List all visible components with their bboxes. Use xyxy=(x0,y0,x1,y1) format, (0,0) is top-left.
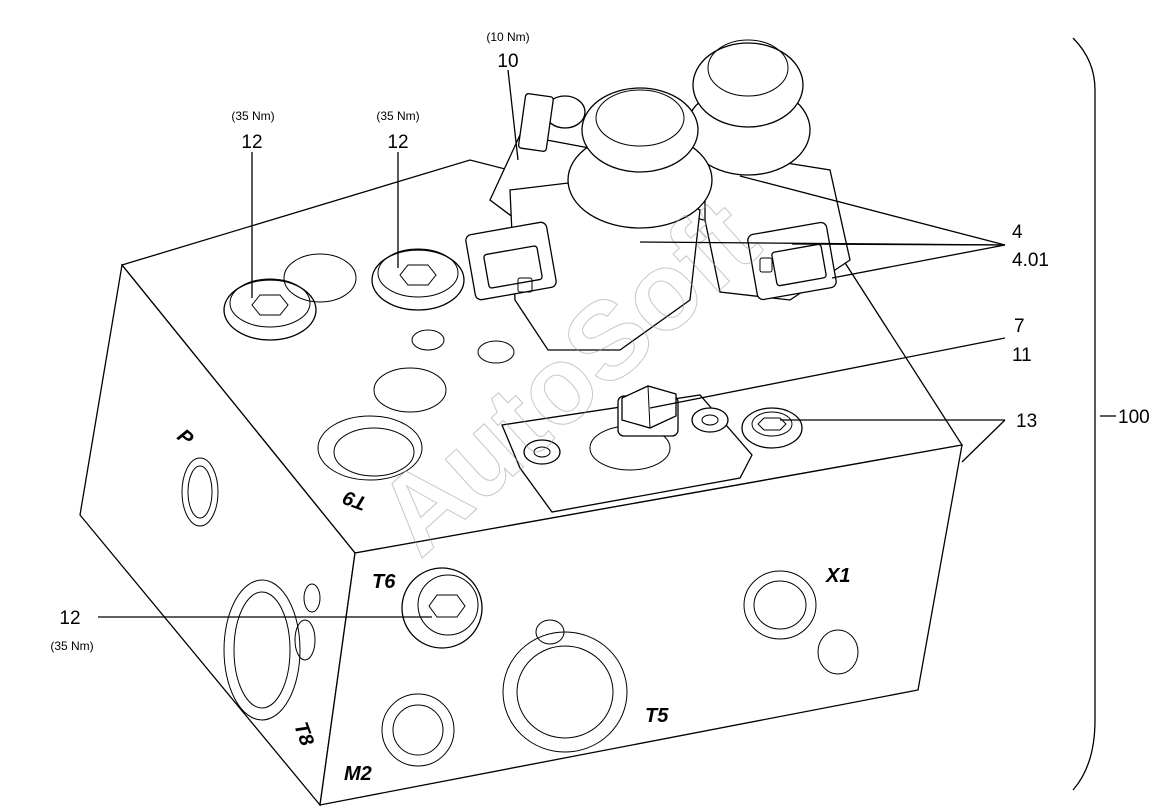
callout-12-mid-torque: (35 Nm) xyxy=(376,109,419,123)
port-label-x1: X1 xyxy=(825,565,850,587)
callout-13: 13 xyxy=(1016,411,1037,432)
hex-socket-icon xyxy=(251,294,289,316)
callout-12-front-number: 12 xyxy=(59,608,80,629)
front-face-features xyxy=(381,567,859,767)
plug-12-front xyxy=(401,567,483,649)
rear-solenoid-cap xyxy=(692,42,804,128)
port-label-t6: T6 xyxy=(372,571,396,593)
callout-10-number: 10 xyxy=(497,51,518,72)
port-label-t5: T5 xyxy=(645,705,669,727)
plug-12-left xyxy=(223,279,317,341)
front-solenoid-cap xyxy=(581,87,699,173)
port-label-m2: M2 xyxy=(344,763,372,785)
port-m2-hole xyxy=(381,693,455,767)
assembly-bracket xyxy=(1072,37,1096,791)
top-face-features xyxy=(223,248,803,513)
cover-plate xyxy=(501,394,753,513)
callout-12-front-torque: (35 Nm) xyxy=(50,639,93,653)
plug-13 xyxy=(741,407,803,449)
plug-12-mid xyxy=(371,249,465,311)
callout-4: 4 xyxy=(1012,222,1023,243)
callout-12-left-torque: (35 Nm) xyxy=(231,109,274,123)
callout-12-left-number: 12 xyxy=(241,132,262,153)
hex-socket-icon xyxy=(399,264,437,286)
callout-12-mid-number: 12 xyxy=(387,132,408,153)
port-t9-hole xyxy=(317,415,423,481)
port-p-hole xyxy=(181,457,219,527)
solenoid-10-tab xyxy=(517,93,554,152)
port-x1-hole xyxy=(743,570,817,640)
callout-10-torque: (10 Nm) xyxy=(486,30,529,44)
block-front-face xyxy=(319,444,963,806)
callouts: (10 Nm) 10 (35 Nm) 12 (35 Nm) 12 12 (35 … xyxy=(50,30,1149,653)
callout-4-01: 4.01 xyxy=(1012,250,1049,271)
port-t8-hole xyxy=(223,579,301,721)
hex-socket-icon xyxy=(757,417,787,431)
leader-lines xyxy=(98,69,1116,618)
hex-socket-icon xyxy=(428,594,466,618)
callout-100: 100 xyxy=(1118,407,1150,428)
callout-7: 7 xyxy=(1014,316,1025,337)
callout-11: 11 xyxy=(1012,345,1032,366)
port-t5-hole xyxy=(502,631,628,753)
left-face-features xyxy=(181,457,321,721)
